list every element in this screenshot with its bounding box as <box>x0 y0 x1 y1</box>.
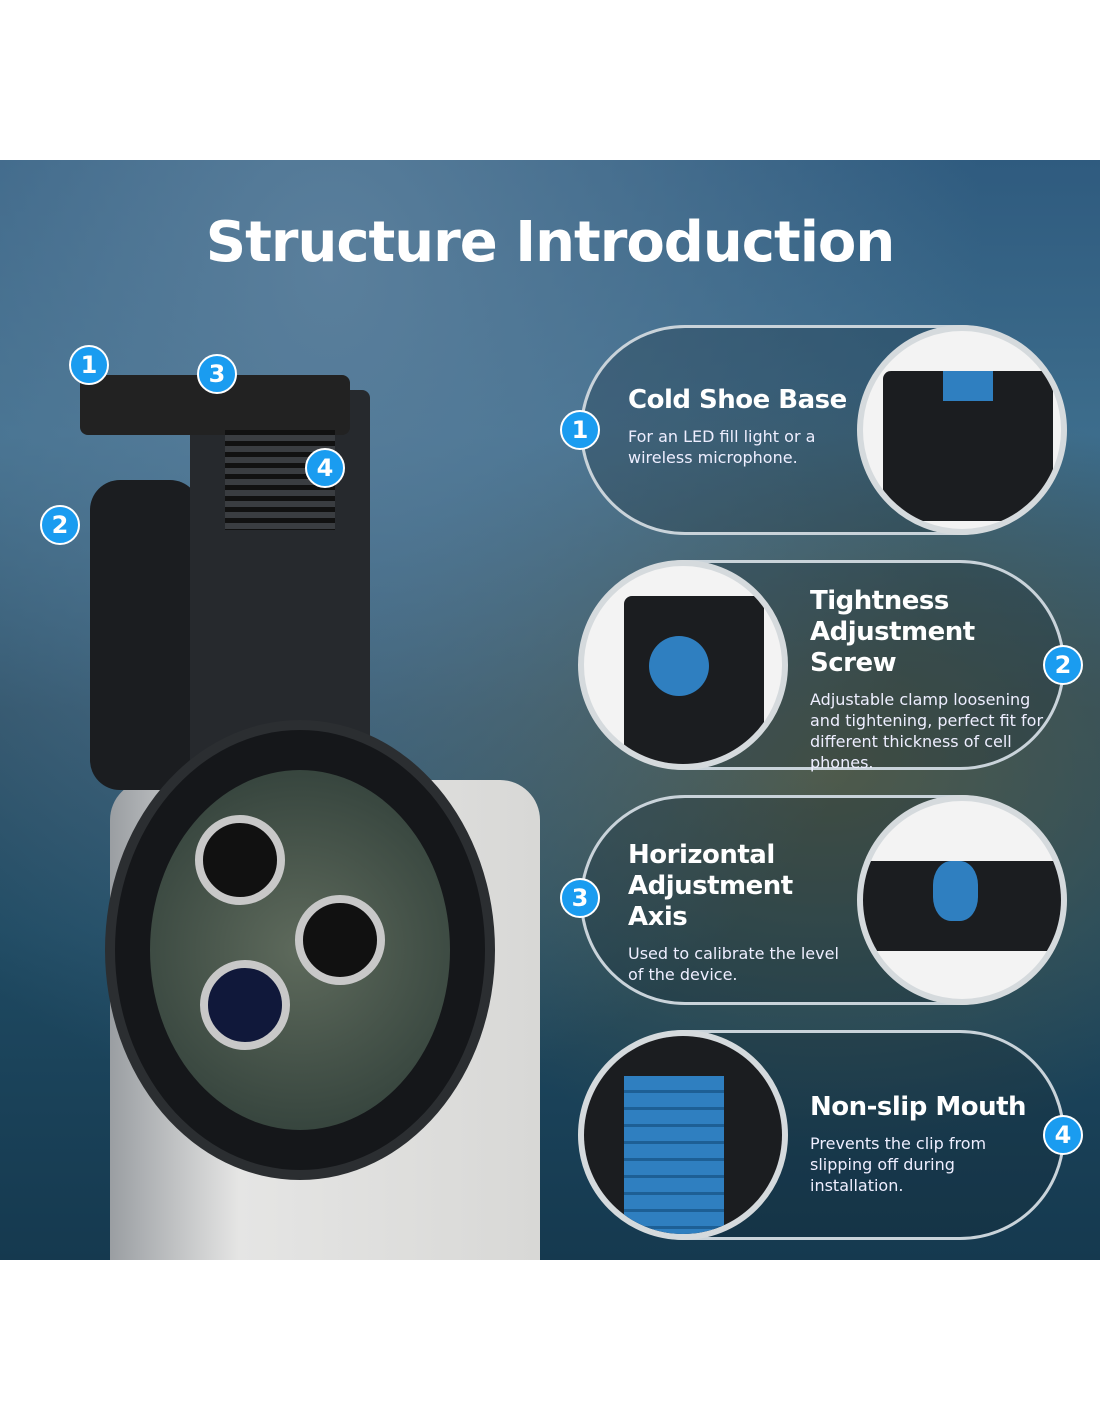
callout-text-3: Horizontal Adjustment Axis Used to calib… <box>628 840 858 985</box>
callout-badge-4: 4 <box>1043 1115 1083 1155</box>
detail-image-non-slip-mouth <box>578 1030 788 1240</box>
callout-heading: Non-slip Mouth <box>810 1092 1027 1122</box>
camera-lens <box>195 815 285 905</box>
camera-lens <box>295 895 385 985</box>
marker-badge-1: 1 <box>69 345 109 385</box>
page-title: Structure Introduction <box>205 210 896 275</box>
callout-description: Used to calibrate the level of the devic… <box>628 944 839 984</box>
detail-image-cold-shoe <box>857 325 1067 535</box>
callout-heading: Tightness Adjustment Screw <box>810 586 975 678</box>
marker-badge-2: 2 <box>40 505 80 545</box>
callout-text-1: Cold Shoe Base For an LED fill light or … <box>628 385 858 468</box>
callout-description: Adjustable clamp loosening and tightenin… <box>810 690 1044 772</box>
detail-image-tightness-screw <box>578 560 788 770</box>
callout-badge-3: 3 <box>560 878 600 918</box>
callout-description: Prevents the clip from slipping off duri… <box>810 1134 987 1195</box>
callout-heading: Cold Shoe Base <box>628 385 847 415</box>
marker-badge-3: 3 <box>197 354 237 394</box>
callout-text-2: Tightness Adjustment Screw Adjustable cl… <box>810 586 1050 773</box>
callout-badge-2: 2 <box>1043 645 1083 685</box>
callout-text-4: Non-slip Mouth Prevents the clip from sl… <box>810 1092 1050 1196</box>
product-banner: Structure Introduction 1 3 2 4 Cold Shoe… <box>0 160 1100 1260</box>
camera-lens <box>200 960 290 1050</box>
callout-description: For an LED fill light or a wireless micr… <box>628 427 816 467</box>
clip-back <box>90 480 200 790</box>
callout-badge-1: 1 <box>560 410 600 450</box>
callout-heading: Horizontal Adjustment Axis <box>628 840 793 932</box>
marker-badge-4: 4 <box>305 448 345 488</box>
detail-image-horizontal-axis <box>857 795 1067 1005</box>
